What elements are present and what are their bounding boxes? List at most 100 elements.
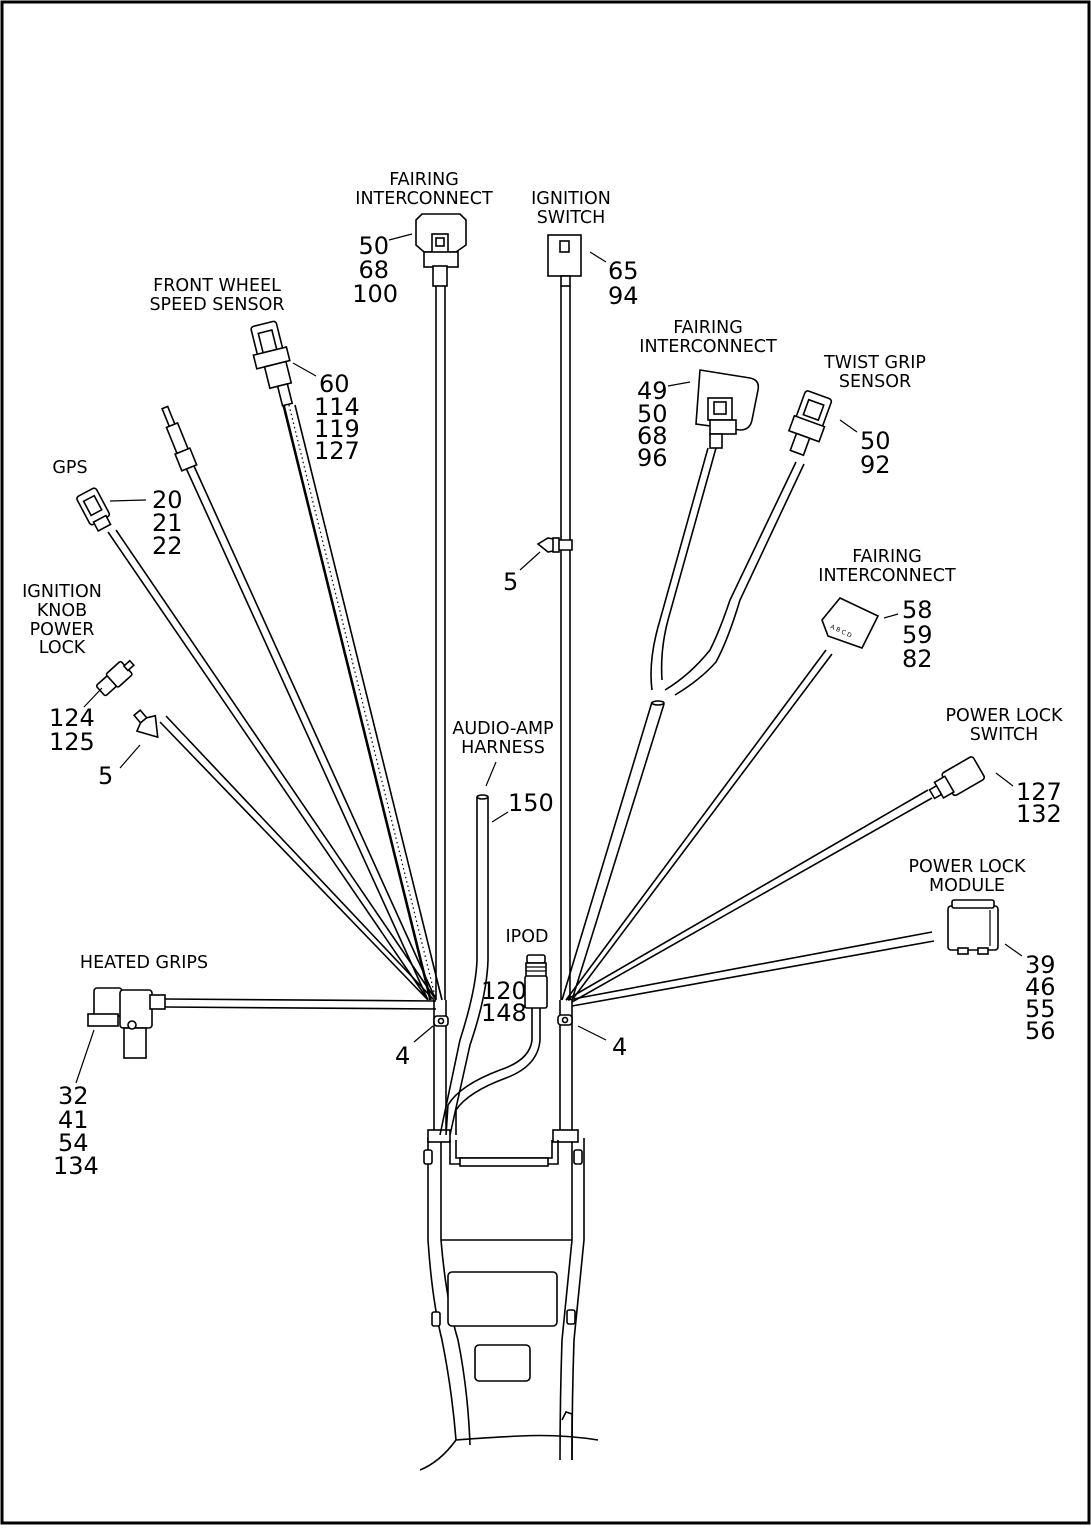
title-line: AUDIO-AMP (452, 719, 553, 739)
part-number: 59 (902, 621, 933, 649)
title-line: HARNESS (461, 738, 545, 758)
heated-grips-connector-icon (87, 987, 166, 1059)
part-number: 92 (860, 451, 891, 479)
part-number: 114 (314, 393, 360, 421)
callout-front-wheel-speed-sensor: FRONT WHEEL SPEED SENSOR 60 114 119 127 (149, 276, 359, 465)
part-number: 127 (314, 437, 360, 465)
callout-gps: GPS 20 21 22 (52, 458, 182, 560)
title-line: LOCK (39, 638, 86, 658)
callout-ignition-knob-power-lock: IGNITION KNOB POWER LOCK 124 125 (22, 582, 102, 756)
part-number: 68 (358, 256, 389, 284)
part-number: 21 (152, 509, 183, 537)
gps-connector-icon (76, 487, 112, 533)
part-number: 20 (152, 486, 183, 514)
callout-twist-grip-sensor: TWIST GRIP SENSOR 50 92 (823, 353, 926, 479)
title-line: TWIST GRIP (823, 353, 926, 373)
part-number: 120 (481, 977, 527, 1005)
callout-fairing-interconnect-small: FAIRING INTERCONNECT 58 59 82 (818, 547, 956, 673)
part-number: 82 (902, 645, 933, 673)
callout-audio-amp-harness: AUDIO-AMP HARNESS 150 (452, 719, 553, 817)
ignition-knob-power-lock-connector-icon (95, 659, 135, 697)
part-number: 22 (152, 532, 183, 560)
title-line: FAIRING (389, 170, 459, 190)
part-number: 50 (860, 427, 891, 455)
part-number: 119 (314, 415, 360, 443)
part-number: 32 (58, 1082, 89, 1110)
push-clip-center-icon (536, 537, 573, 553)
callout-ignition-switch: IGNITION SWITCH 65 94 (531, 189, 638, 310)
part-number: 49 (637, 377, 668, 405)
title-line: POWER LOCK (908, 857, 1026, 877)
title-line: HEATED GRIPS (80, 953, 208, 973)
ignition-switch-connector-icon (547, 234, 582, 287)
title-line: SWITCH (970, 725, 1039, 745)
front-wheel-speed-sensor-connector-icon (250, 320, 294, 407)
title-line: INTERCONNECT (355, 189, 493, 209)
title-line: INTERCONNECT (818, 566, 956, 586)
twist-grip-sensor-connector-icon (787, 390, 833, 457)
cable-tie-right-icon (557, 1014, 573, 1026)
callout-fairing-interconnect-right: FAIRING INTERCONNECT 49 50 68 96 (637, 318, 777, 472)
title-line: POWER LOCK (945, 706, 1063, 726)
title-line: MODULE (929, 876, 1005, 896)
callout-heated-grips: HEATED GRIPS 32 41 54 134 (53, 953, 208, 1180)
title-line: IPOD (506, 927, 549, 947)
fairing-interconnect-small-connector-icon: A B C D (821, 597, 880, 649)
part-number: 41 (58, 1106, 89, 1134)
part-number: 100 (352, 280, 398, 308)
title-line: IGNITION (22, 582, 102, 602)
part-number: 132 (1016, 800, 1062, 828)
title-line: FAIRING (852, 547, 922, 567)
part-number: 94 (608, 282, 639, 310)
callout-ipod: IPOD 120 148 (481, 927, 548, 1027)
title-line: POWER (30, 620, 95, 640)
harness-trunk (419, 1000, 599, 1471)
part-number: 125 (49, 728, 95, 756)
power-lock-module-icon (947, 899, 999, 955)
part-number: 58 (902, 596, 933, 624)
part-number: 50 (637, 400, 668, 428)
power-lock-switch-connector-icon (928, 756, 986, 800)
part-number: 50 (358, 232, 389, 260)
part-number: 134 (53, 1152, 99, 1180)
cable-tie-left-icon (433, 1015, 449, 1027)
part-number: 46 (1025, 973, 1056, 1001)
push-clip-left-icon (132, 708, 159, 739)
part-number: 127 (1016, 778, 1062, 806)
callout-power-lock-module: POWER LOCK MODULE 39 46 55 56 (908, 857, 1055, 1045)
title-line: SPEED SENSOR (149, 295, 284, 315)
part-number: 68 (637, 422, 668, 450)
callout-tie-left: 4 (395, 1042, 410, 1070)
title-line: FRONT WHEEL (153, 276, 281, 296)
part-number: 60 (319, 370, 350, 398)
part-number: 150 (508, 789, 554, 817)
callout-fairing-interconnect-top: FAIRING INTERCONNECT 50 68 100 (352, 170, 493, 308)
part-number: 39 (1025, 951, 1056, 979)
antenna-connector-icon (161, 405, 198, 472)
leader-lines (75, 233, 1023, 1084)
title-line: GPS (52, 458, 87, 478)
title-line: SENSOR (839, 372, 911, 392)
title-line: INTERCONNECT (639, 337, 777, 357)
title-line: SWITCH (537, 208, 606, 228)
title-line: KNOB (37, 601, 87, 621)
part-number: 54 (58, 1129, 89, 1157)
callout-power-lock-switch: POWER LOCK SWITCH 127 132 (945, 706, 1063, 828)
part-number: 55 (1025, 995, 1056, 1023)
title-line: IGNITION (531, 189, 611, 209)
part-number: 124 (49, 704, 95, 732)
title-line: FAIRING (673, 318, 743, 338)
part-number: 148 (481, 999, 527, 1027)
callout-clip-center: 5 (503, 568, 518, 596)
callout-tie-right: 4 (612, 1033, 627, 1061)
ipod-connector-icon (524, 954, 548, 1009)
harness-wires (107, 286, 935, 1136)
fairing-interconnect-top-connector-icon (415, 213, 467, 287)
part-number: 65 (608, 257, 639, 285)
callout-clip-left: 5 (98, 762, 113, 790)
fairing-interconnect-right-connector-icon (695, 369, 760, 449)
part-number: 56 (1025, 1017, 1056, 1045)
